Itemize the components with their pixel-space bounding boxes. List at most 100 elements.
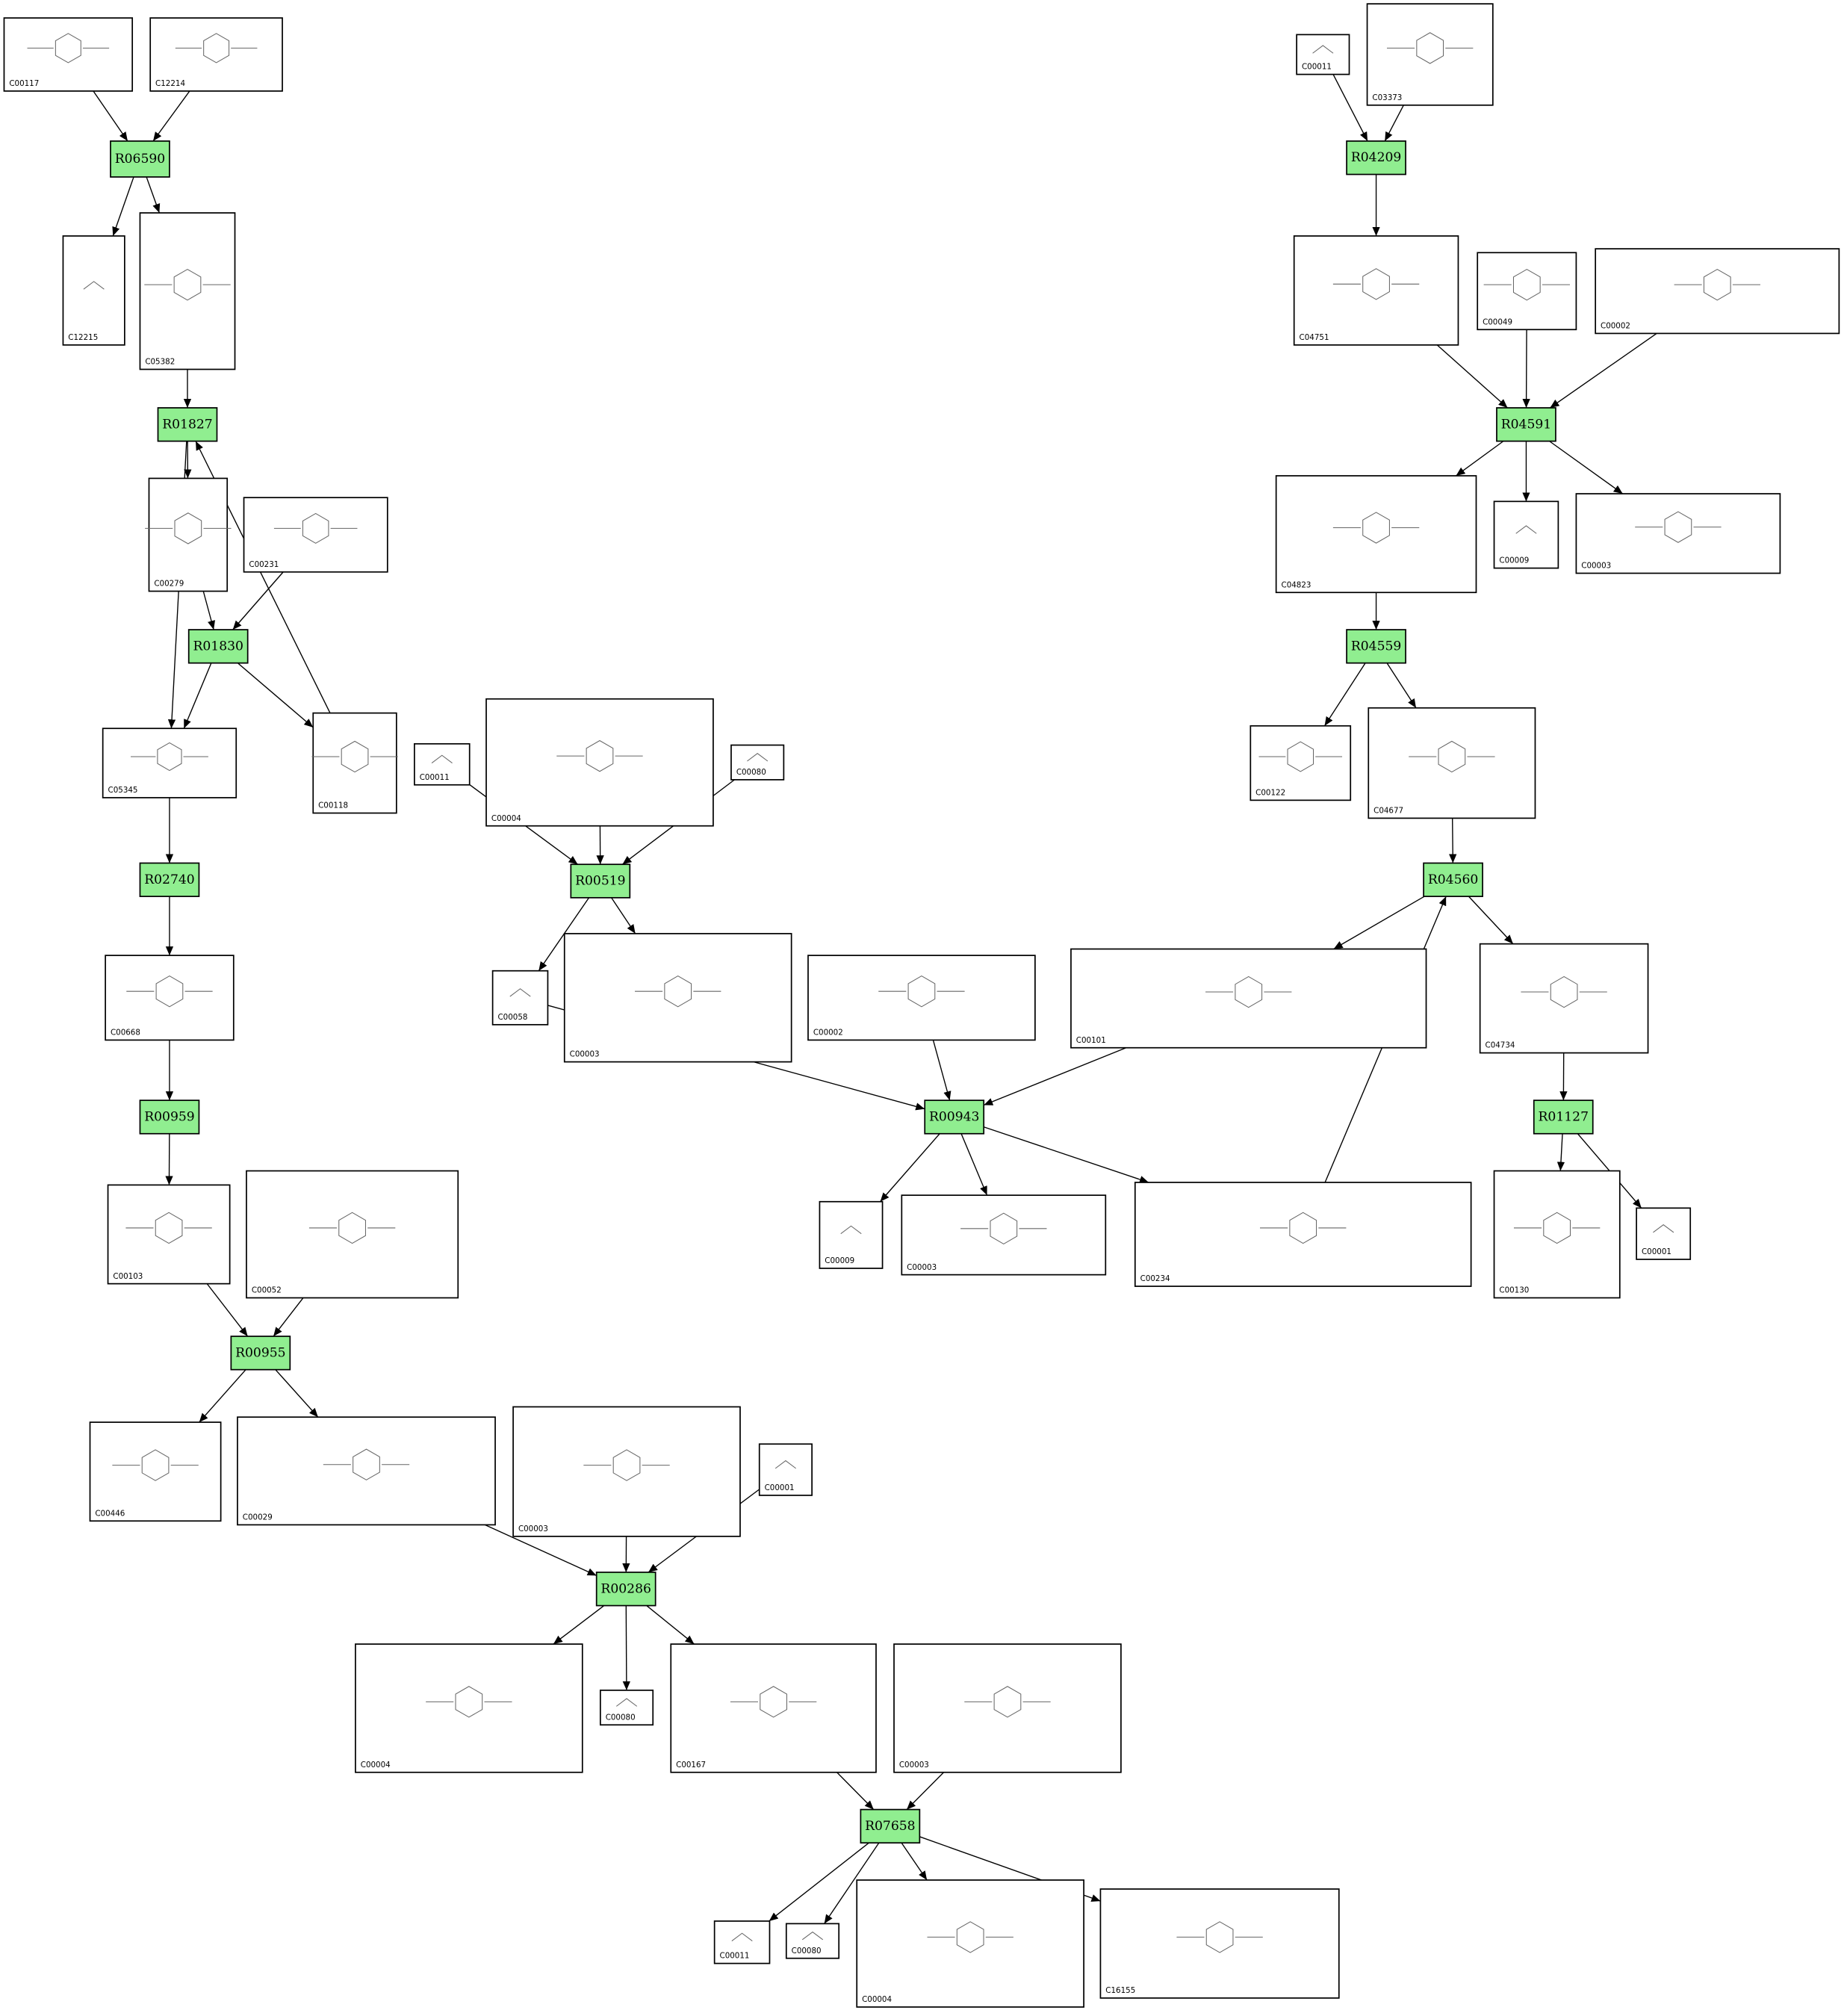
compound-node-C00118[interactable]: C00118: [311, 712, 398, 814]
reaction-node-R01127[interactable]: R01127: [1533, 1100, 1594, 1135]
reaction-node-R01827[interactable]: R01827: [157, 407, 218, 442]
reaction-box[interactable]: [1496, 407, 1556, 442]
compound-node-C00001b[interactable]: C00001: [1636, 1207, 1692, 1260]
compound-box[interactable]: [785, 1923, 840, 1959]
compound-box[interactable]: [1134, 1182, 1472, 1287]
compound-node-C04823[interactable]: C04823: [1275, 475, 1477, 594]
compound-node-C00167[interactable]: C00167: [670, 1643, 877, 1773]
reaction-node-R01830[interactable]: R01830: [187, 629, 249, 664]
compound-box[interactable]: [599, 1690, 654, 1726]
compound-box[interactable]: [901, 1194, 1107, 1276]
compound-node-C00002a[interactable]: C00002: [807, 955, 1036, 1041]
reaction-box[interactable]: [1346, 629, 1406, 664]
compound-node-C00011b[interactable]: C00011: [414, 742, 471, 786]
reaction-box[interactable]: [139, 862, 200, 897]
reaction-node-R00286[interactable]: R00286: [595, 1572, 656, 1607]
compound-box[interactable]: [312, 712, 397, 814]
compound-box[interactable]: [1636, 1207, 1692, 1260]
compound-box[interactable]: [1368, 707, 1536, 819]
compound-box[interactable]: [139, 212, 236, 370]
compound-box[interactable]: [1275, 475, 1477, 594]
compound-box[interactable]: [485, 698, 714, 827]
reaction-node-R04591[interactable]: R04591: [1496, 407, 1556, 442]
compound-node-C00003d[interactable]: C00003: [901, 1194, 1107, 1276]
reaction-box[interactable]: [1346, 140, 1406, 176]
compound-box[interactable]: [89, 1421, 222, 1522]
reaction-box[interactable]: [860, 1808, 921, 1844]
compound-node-C12214[interactable]: C12214: [149, 17, 283, 92]
compound-node-C04734[interactable]: C04734: [1479, 943, 1649, 1054]
compound-box[interactable]: [1477, 252, 1577, 331]
compound-node-C00004b[interactable]: C00004: [856, 1879, 1084, 2008]
compound-node-C00009a[interactable]: C00009: [819, 1200, 884, 1269]
reaction-node-R04560[interactable]: R04560: [1423, 862, 1483, 897]
compound-box[interactable]: [62, 235, 125, 346]
compound-node-C00234[interactable]: C00234: [1134, 1182, 1472, 1287]
compound-box[interactable]: [563, 933, 792, 1063]
compound-node-C00446[interactable]: C00446: [89, 1421, 222, 1522]
compound-box[interactable]: [355, 1643, 583, 1773]
compound-node-C00101[interactable]: C00101: [1070, 948, 1427, 1049]
compound-box[interactable]: [1479, 943, 1649, 1054]
compound-node-C00058[interactable]: C00058: [491, 970, 549, 1026]
compound-node-C00011c[interactable]: C00011: [1296, 34, 1350, 75]
reaction-node-R00943[interactable]: R00943: [924, 1100, 985, 1135]
compound-box[interactable]: [1493, 1170, 1621, 1299]
compound-box[interactable]: [148, 477, 229, 592]
reaction-node-R04209[interactable]: R04209: [1346, 140, 1406, 176]
compound-node-C04751[interactable]: C04751: [1293, 235, 1459, 346]
reaction-box[interactable]: [924, 1100, 985, 1135]
compound-node-C00011a[interactable]: C00011: [713, 1920, 771, 1964]
compound-node-C00117[interactable]: C00117: [3, 17, 134, 92]
compound-box[interactable]: [149, 17, 283, 92]
compound-box[interactable]: [243, 497, 388, 573]
compound-box[interactable]: [1070, 948, 1427, 1049]
compound-node-C00049[interactable]: C00049: [1477, 252, 1577, 331]
compound-box[interactable]: [1250, 725, 1352, 801]
compound-box[interactable]: [3, 17, 134, 92]
reaction-box[interactable]: [1533, 1100, 1594, 1135]
compound-box[interactable]: [1575, 493, 1781, 574]
compound-node-C04677[interactable]: C04677: [1368, 707, 1536, 819]
compound-box[interactable]: [758, 1443, 813, 1496]
compound-node-C00052[interactable]: C00052: [246, 1170, 459, 1299]
reaction-box[interactable]: [110, 140, 170, 178]
compound-node-C00004a[interactable]: C00004: [355, 1643, 583, 1773]
compound-node-C00103[interactable]: C00103: [107, 1184, 231, 1285]
compound-node-C00130[interactable]: C00130: [1493, 1170, 1621, 1299]
reaction-box[interactable]: [139, 1100, 200, 1135]
reaction-node-R07658[interactable]: R07658: [860, 1808, 921, 1844]
compound-box[interactable]: [105, 955, 235, 1041]
compound-box[interactable]: [670, 1643, 877, 1773]
compound-node-C16155[interactable]: C16155: [1099, 1888, 1340, 1999]
compound-box[interactable]: [237, 1416, 496, 1526]
compound-box[interactable]: [1293, 235, 1459, 346]
compound-box[interactable]: [491, 970, 549, 1026]
reaction-box[interactable]: [570, 863, 631, 899]
reaction-node-R06590[interactable]: R06590: [110, 140, 170, 178]
compound-box[interactable]: [1296, 34, 1350, 75]
reaction-node-R00959[interactable]: R00959: [139, 1100, 200, 1135]
reaction-node-R02740[interactable]: R02740: [139, 862, 200, 897]
compound-node-C00004c[interactable]: C00004: [485, 698, 714, 827]
reaction-node-R00955[interactable]: R00955: [230, 1336, 291, 1371]
compound-box[interactable]: [512, 1406, 741, 1537]
compound-node-C00001a[interactable]: C00001: [758, 1443, 813, 1496]
compound-box[interactable]: [1493, 500, 1559, 569]
reaction-node-R04559[interactable]: R04559: [1346, 629, 1406, 664]
compound-node-C03373[interactable]: C03373: [1366, 3, 1494, 106]
compound-box[interactable]: [713, 1920, 771, 1964]
compound-box[interactable]: [107, 1184, 231, 1285]
compound-node-C00029[interactable]: C00029: [237, 1416, 496, 1526]
reaction-box[interactable]: [595, 1572, 656, 1607]
compound-box[interactable]: [246, 1170, 459, 1299]
compound-box[interactable]: [1366, 3, 1494, 106]
compound-node-C00002b[interactable]: C00002: [1595, 248, 1840, 335]
compound-node-C00279[interactable]: C00279: [145, 477, 232, 592]
compound-box[interactable]: [893, 1643, 1122, 1773]
reaction-box[interactable]: [230, 1336, 291, 1371]
compound-node-C00009b[interactable]: C00009: [1493, 500, 1559, 569]
compound-node-C05382[interactable]: C05382: [139, 212, 236, 370]
compound-box[interactable]: [102, 728, 238, 798]
compound-node-C00003c[interactable]: C00003: [563, 933, 792, 1063]
